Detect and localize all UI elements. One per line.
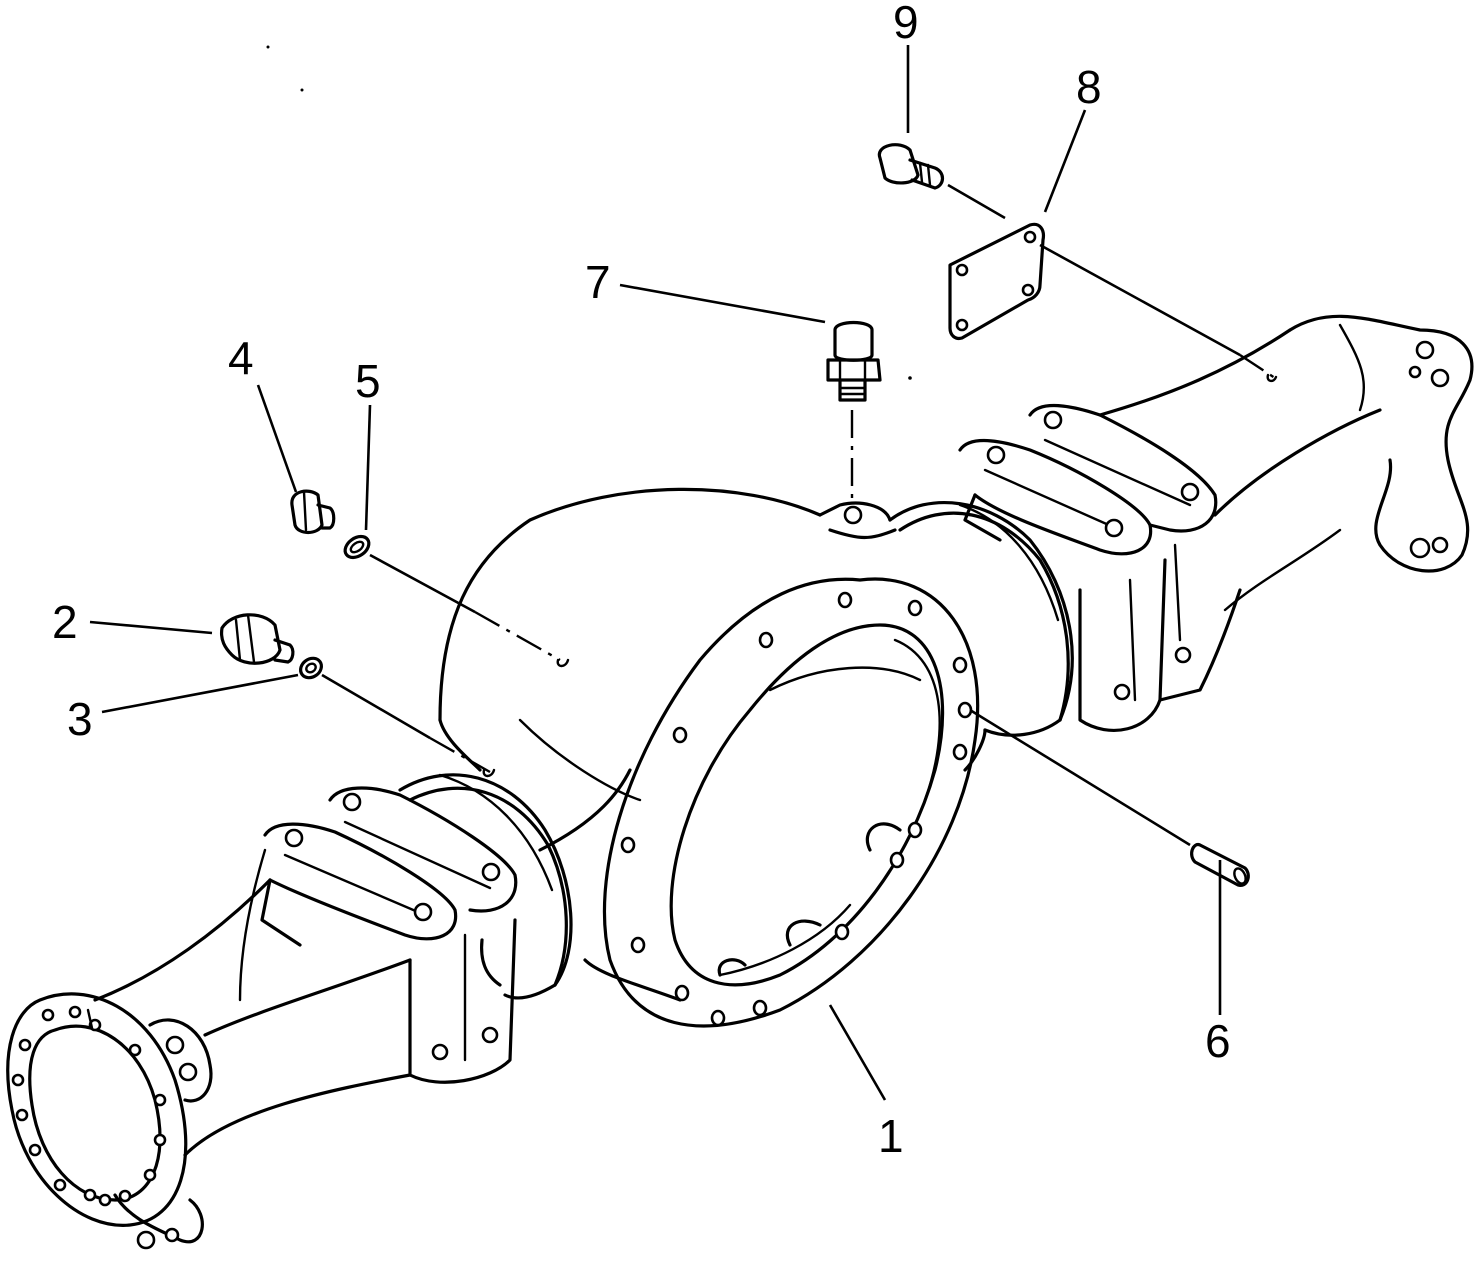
- right-spring-seat: [958, 403, 1218, 732]
- callout-5: 5: [355, 355, 381, 407]
- left-spring-seat: [260, 786, 518, 1084]
- part-7-breather: [826, 320, 882, 500]
- left-collar: [398, 773, 573, 1000]
- right-collar: [888, 500, 1074, 737]
- callout-2: 2: [52, 596, 78, 648]
- callout-6: 6: [1205, 1015, 1231, 1067]
- part-4-plug: [290, 489, 336, 535]
- callout-leaders: [89, 45, 1222, 1101]
- callout-8: 8: [1076, 61, 1102, 113]
- callout-7: 7: [585, 256, 611, 308]
- part-9-bolt: [877, 143, 1006, 220]
- part-6-dowel-pin: [969, 708, 1250, 888]
- callout-labels: 1 2 3 4 5 6 7 8 9: [52, 0, 1231, 1162]
- left-axle-arm: [6, 848, 412, 1250]
- right-axle-arm: [1098, 314, 1474, 702]
- carrier-flange: [602, 577, 980, 1028]
- callout-4: 4: [228, 332, 254, 384]
- callout-1: 1: [878, 1110, 904, 1162]
- part-8-cover-plate: [948, 222, 1278, 383]
- part-5-o-ring: [343, 534, 570, 668]
- center-housing: [438, 487, 987, 1002]
- part-3-washer: [299, 656, 496, 778]
- callout-3: 3: [67, 693, 93, 745]
- callout-9: 9: [893, 0, 919, 48]
- part-2-drain-plug: [219, 613, 295, 665]
